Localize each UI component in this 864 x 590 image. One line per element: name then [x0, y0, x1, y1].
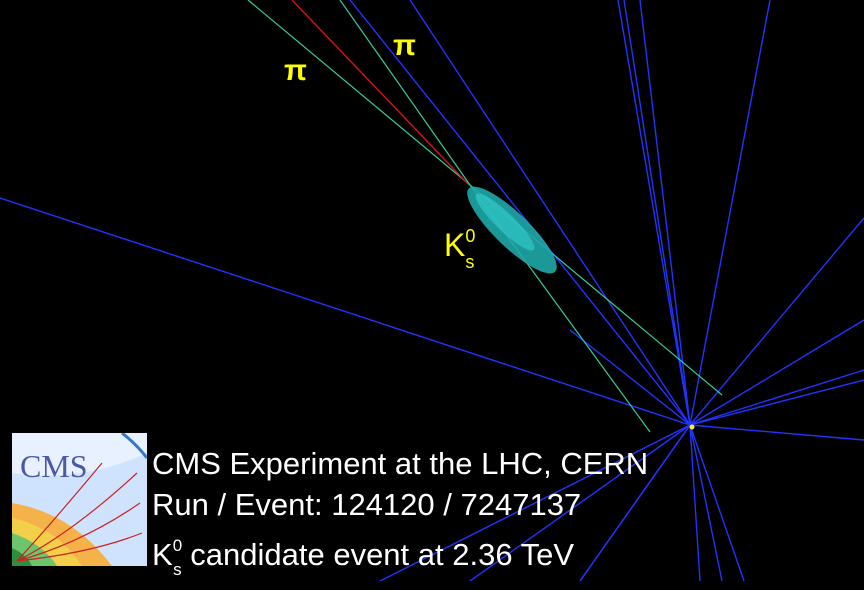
- kaon-vertex-blob: [467, 186, 557, 274]
- track: [689, 424, 701, 581]
- track: [409, 0, 691, 426]
- cms-logo-graphic: CMS: [12, 433, 147, 566]
- experiment-line: CMS Experiment at the LHC, CERN: [152, 446, 649, 481]
- interaction-point: [689, 424, 695, 430]
- track: [689, 424, 745, 581]
- pion-label-left: π: [284, 54, 307, 87]
- event-info: CMS Experiment at the LHC, CERN Run / Ev…: [152, 443, 648, 590]
- track: [689, 424, 723, 581]
- track: [689, 379, 864, 426]
- run-event-line: Run / Event: 124120 / 7247137: [152, 487, 582, 522]
- candidate-description: candidate event at 2.36 TeV: [181, 537, 575, 572]
- highlight-track: [291, 0, 469, 185]
- track: [469, 424, 691, 581]
- track: [623, 0, 691, 426]
- cms-logo-text: CMS: [20, 448, 88, 484]
- track: [617, 0, 691, 426]
- pion-label-right: π: [393, 29, 416, 62]
- candidate-symbol: K: [152, 537, 173, 572]
- track: [349, 0, 691, 426]
- candidate-superscript: 0: [172, 536, 183, 555]
- track: [379, 424, 691, 581]
- track: [569, 329, 691, 426]
- track: [0, 197, 691, 426]
- kaon-subscript: s: [465, 252, 475, 272]
- track: [689, 424, 864, 441]
- pion-track: [339, 0, 471, 186]
- track: [579, 424, 691, 581]
- track: [689, 319, 864, 426]
- track: [689, 217, 864, 426]
- track: [689, 0, 771, 426]
- cms-logo: CMS: [12, 433, 147, 566]
- track: [639, 0, 691, 426]
- candidate-line: K0 s candidate event at 2.36 TeV: [152, 525, 648, 590]
- kaon-symbol: K: [444, 227, 466, 263]
- kaon-label: K0 s: [444, 226, 476, 273]
- track: [689, 369, 864, 426]
- candidate-subscript: s: [173, 560, 182, 579]
- kaon-superscript: 0: [465, 226, 476, 246]
- pion-track: [247, 0, 471, 186]
